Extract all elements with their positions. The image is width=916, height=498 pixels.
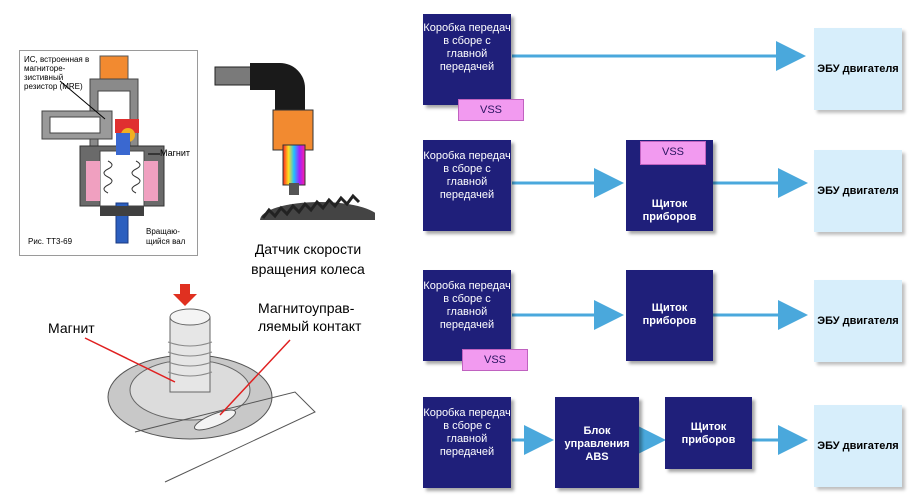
row2-cluster-label: Щиток приборов: [642, 198, 697, 223]
row2-ecu-label: ЭБУ двигателя: [817, 185, 899, 197]
row1-ecu-box: ЭБУ двигателя: [814, 28, 902, 110]
row1-ecu-label: ЭБУ двигателя: [817, 63, 899, 75]
magnet-label-cutaway: Магнит: [160, 148, 191, 158]
row4-cluster-box: Щиток приборов: [665, 397, 752, 469]
row4-ecu-box: ЭБУ двигателя: [814, 405, 902, 487]
row3-cluster-box: Щиток приборов: [626, 270, 713, 361]
row1-gearbox-label: Коробка передач в сборе с главной переда…: [423, 22, 511, 73]
mre-sensor-cutaway-image: [41, 55, 165, 244]
mre-sensor-figure: ИС, встроенная в магниторе-зистивный рез…: [19, 50, 198, 256]
row4-abs-label: Блок управления ABS: [564, 425, 630, 463]
row4-ecu-label: ЭБУ двигателя: [817, 440, 899, 452]
row3-ecu-box: ЭБУ двигателя: [814, 280, 902, 362]
row3-gearbox-box: Коробка передач в сборе с главной переда…: [423, 270, 511, 361]
row3-gearbox-label: Коробка передач в сборе с главной переда…: [423, 280, 511, 331]
row3-cluster-label: Щиток приборов: [642, 302, 697, 327]
reed-contact-label: Магнитоуправ-ляемый контакт: [258, 300, 362, 334]
figure-ref: Рис. TT3-69: [28, 237, 73, 246]
shaft-label: Вращаю-щийся вал: [146, 227, 186, 246]
ic-mre-label: ИС, встроенная в магниторе-зистивный рез…: [24, 55, 90, 91]
row1-vss-tag: VSS: [458, 99, 524, 121]
row4-abs-box: Блок управления ABS: [555, 397, 639, 488]
row2-gearbox-box: Коробка передач в сборе с главной переда…: [423, 140, 511, 231]
row2-vss-tag: VSS: [640, 141, 706, 165]
row2-ecu-box: ЭБУ двигателя: [814, 150, 902, 232]
row3-ecu-label: ЭБУ двигателя: [817, 315, 899, 327]
wheel-sensor-caption: Датчик скорости вращения колеса: [251, 241, 365, 277]
row4-cluster-label: Щиток приборов: [681, 421, 736, 446]
row4-gearbox-box: Коробка передач в сборе с главной переда…: [423, 397, 511, 488]
row1-gearbox-box: Коробка передач в сборе с главной переда…: [423, 14, 511, 105]
row3-vss-tag: VSS: [462, 349, 528, 371]
reed-magnet-label: Магнит: [48, 320, 95, 336]
wheel-speed-sensor-image: [214, 63, 375, 220]
row4-gearbox-label: Коробка передач в сборе с главной переда…: [423, 407, 511, 458]
row2-gearbox-label: Коробка передач в сборе с главной переда…: [423, 150, 511, 201]
